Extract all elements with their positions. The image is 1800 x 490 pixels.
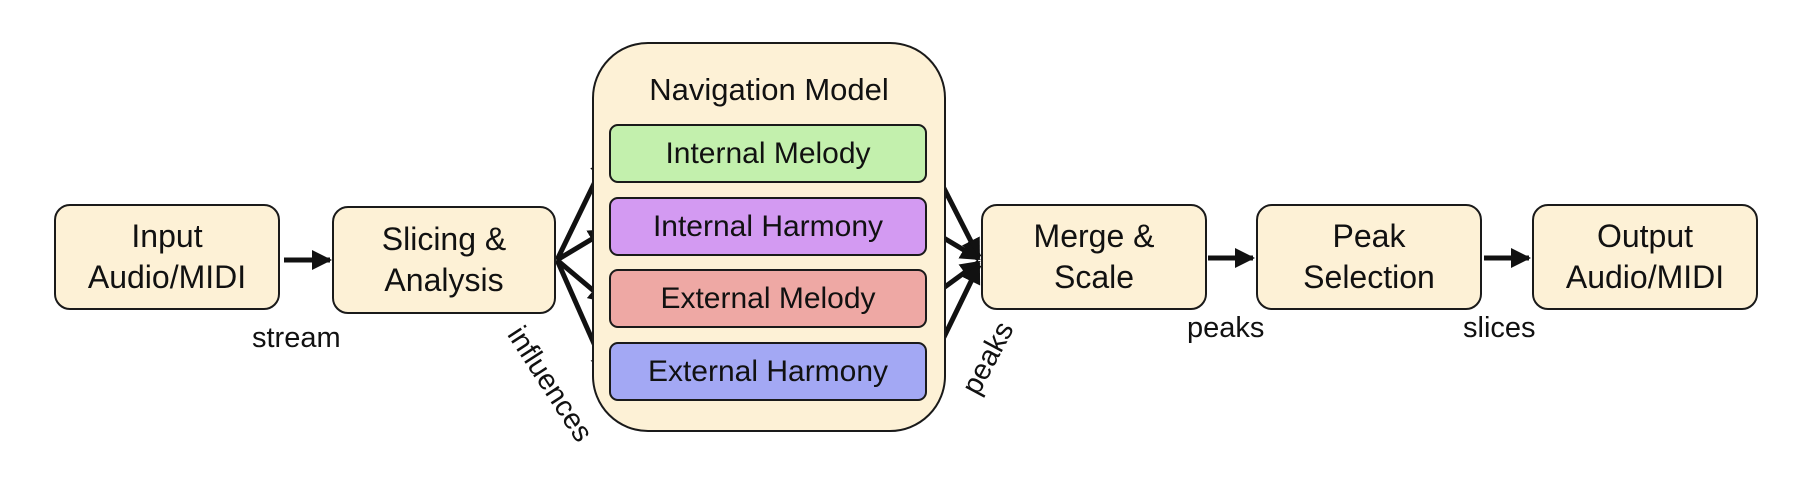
slicing-node-label: Slicing & Analysis [381, 221, 507, 298]
internal-melody-label: Internal Melody [665, 136, 871, 170]
output-audio-midi-node: Output Audio/MIDI [1532, 204, 1758, 310]
external-harmony-label: External Harmony [647, 354, 889, 388]
slices-edge-label: slices [1463, 312, 1536, 344]
external-melody-label: External Melody [660, 281, 876, 315]
merge-scale-node: Merge & Scale [981, 204, 1207, 310]
external-melody-model: External Melody [609, 269, 927, 328]
peak-selection-node-label: Peak Selection [1303, 218, 1435, 295]
merge-node-label: Merge & Scale [1033, 218, 1155, 295]
navigation-model-title: Navigation Model [649, 72, 889, 107]
internal-melody-model: Internal Melody [609, 124, 927, 183]
slicing-analysis-node: Slicing & Analysis [332, 206, 556, 314]
input-audio-midi-node: Input Audio/MIDI [54, 204, 280, 310]
internal-harmony-label: Internal Harmony [652, 209, 884, 243]
peak-selection-node: Peak Selection [1256, 204, 1482, 310]
peaks-edge-label: peaks [1187, 312, 1265, 344]
input-node-label: Input Audio/MIDI [87, 218, 247, 295]
internal-harmony-model: Internal Harmony [609, 197, 927, 256]
external-harmony-model: External Harmony [609, 342, 927, 401]
stream-edge-label: stream [252, 322, 341, 354]
output-node-label: Output Audio/MIDI [1565, 218, 1725, 295]
